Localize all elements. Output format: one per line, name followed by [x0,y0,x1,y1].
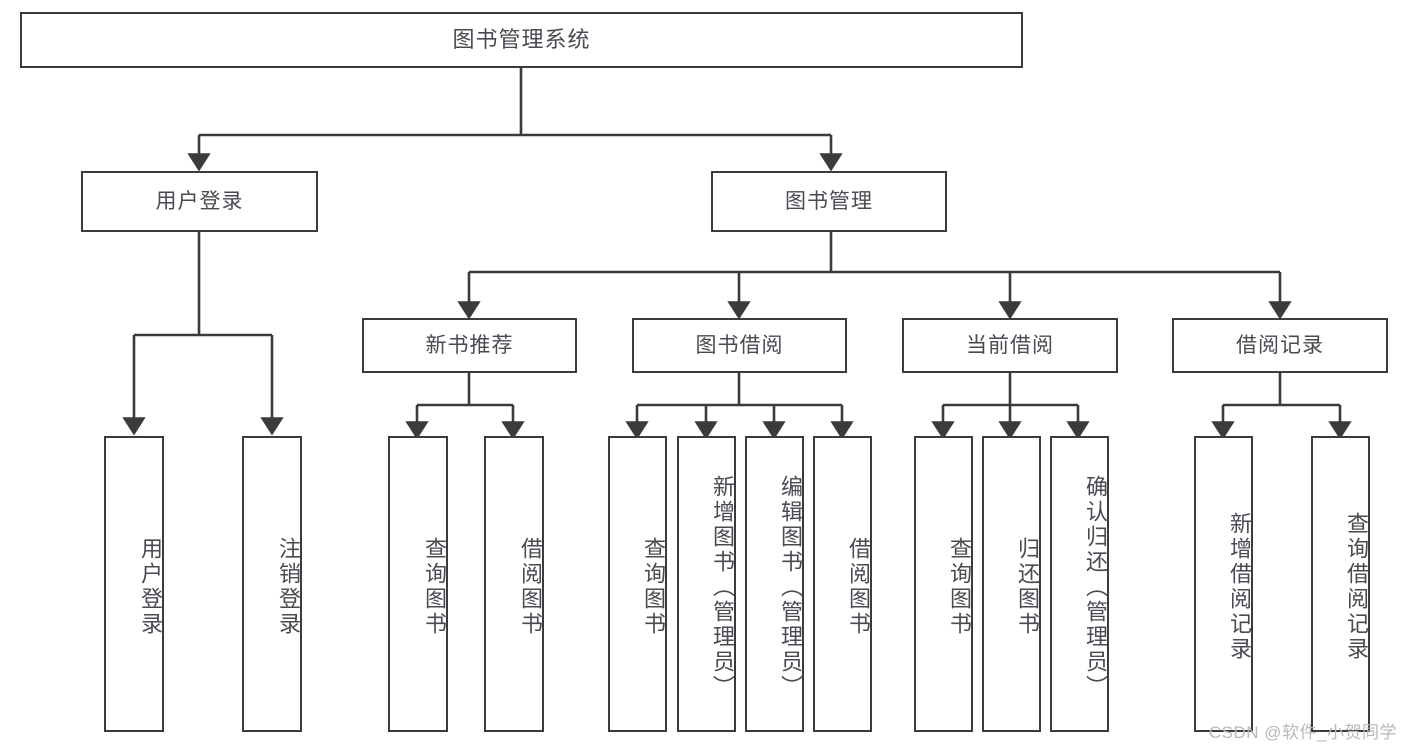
node-label: 归还图书 [1015,537,1040,637]
node-label: 注销登录 [276,537,301,637]
node-root-book-management-system[interactable]: 图书管理系统 [20,12,1023,68]
leaf-book-borrow-query-book[interactable]: 查询图书 [608,436,667,732]
node-label: 图书管理系统 [452,26,591,52]
leaf-book-borrow-edit-book-admin[interactable]: 编辑图书（管理员） [745,436,804,732]
leaf-new-book-borrow-book[interactable]: 借阅图书 [484,436,544,732]
node-label: 新增借阅记录 [1227,512,1252,662]
leaf-user-login-logout[interactable]: 注销登录 [242,436,302,732]
node-label: 当前借阅 [966,333,1054,357]
csdn-watermark: CSDN @软件_小贺同学 [1208,723,1397,742]
node-label: 确认归还（管理员） [1083,474,1108,700]
leaf-book-borrow-add-book-admin[interactable]: 新增图书（管理员） [677,436,736,732]
leaf-borrow-record-query-record[interactable]: 查询借阅记录 [1311,436,1370,732]
node-label: 图书管理 [785,189,873,213]
node-label: 新增图书（管理员） [710,474,735,700]
node-book-management[interactable]: 图书管理 [711,171,947,232]
leaf-current-borrow-confirm-return-admin[interactable]: 确认归还（管理员） [1050,436,1109,732]
node-label: 查询图书 [641,537,666,637]
node-label: 用户登录 [155,189,244,213]
node-label: 查询借阅记录 [1344,512,1369,662]
node-label: 用户登录 [138,537,163,637]
node-label: 查询图书 [947,537,972,637]
node-label: 借阅图书 [846,537,871,637]
node-label: 查询图书 [422,537,447,637]
leaf-current-borrow-query-book[interactable]: 查询图书 [914,436,973,732]
node-label: 编辑图书（管理员） [778,474,803,700]
node-book-borrow[interactable]: 图书借阅 [632,318,847,373]
node-new-book-recommend[interactable]: 新书推荐 [362,318,577,373]
node-label: 图书借阅 [695,333,784,357]
node-label: 新书推荐 [425,333,514,357]
leaf-new-book-query-book[interactable]: 查询图书 [388,436,448,732]
node-borrow-record[interactable]: 借阅记录 [1172,318,1388,373]
leaf-book-borrow-borrow-book[interactable]: 借阅图书 [813,436,872,732]
leaf-borrow-record-add-record[interactable]: 新增借阅记录 [1194,436,1253,732]
node-label: 借阅图书 [518,537,543,637]
node-label: 借阅记录 [1236,333,1324,357]
node-user-login[interactable]: 用户登录 [81,171,318,232]
node-current-borrow[interactable]: 当前借阅 [902,318,1118,373]
leaf-user-login-login[interactable]: 用户登录 [104,436,164,732]
leaf-current-borrow-return-book[interactable]: 归还图书 [982,436,1041,732]
